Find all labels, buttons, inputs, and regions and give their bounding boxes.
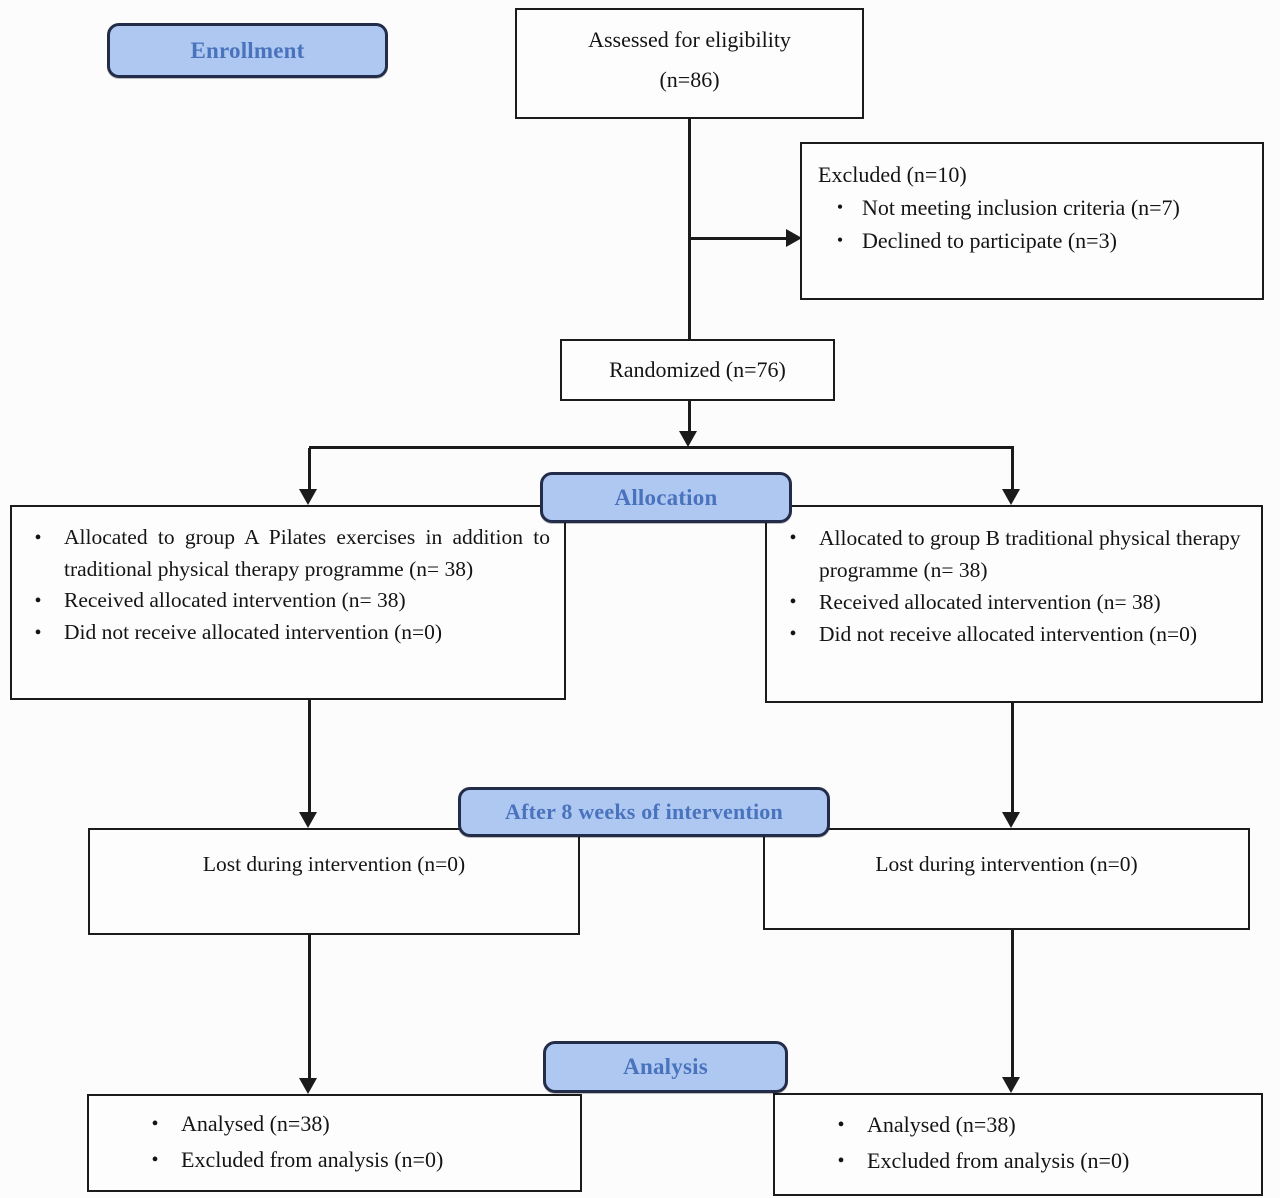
- analysis-left-item: Analysed (n=38): [181, 1111, 330, 1136]
- connector-line: [1011, 703, 1014, 813]
- allocation-right-box: • Allocated to group B traditional physi…: [765, 505, 1263, 703]
- alloc-right-item: Allocated to group B traditional physica…: [819, 526, 1241, 582]
- arrow-down-icon: [1002, 489, 1020, 505]
- assessed-box: Assessed for eligibility (n=86): [515, 8, 864, 119]
- alloc-right-item: Did not receive allocated intervention (…: [819, 622, 1198, 646]
- analysis-left-item: Excluded from analysis (n=0): [181, 1147, 444, 1172]
- arrow-down-icon: [679, 431, 697, 447]
- connector-line: [309, 446, 1014, 449]
- stage-after-8-weeks-label: After 8 weeks of intervention: [505, 799, 783, 824]
- bullet-icon: •: [34, 527, 42, 549]
- list-item: • Analysed (n=38): [815, 1107, 1255, 1143]
- bullet-icon: •: [34, 590, 42, 612]
- lost-left-box: Lost during intervention (n=0): [88, 828, 580, 935]
- allocation-left-box: • Allocated to group A Pilates exercises…: [10, 505, 566, 700]
- bullet-icon: •: [837, 1114, 845, 1136]
- alloc-left-item: Received allocated intervention (n= 38): [64, 588, 406, 612]
- list-item: • Not meeting inclusion criteria (n=7): [818, 191, 1254, 224]
- connector-line: [688, 118, 691, 340]
- list-item: • Declined to participate (n=3): [818, 224, 1254, 257]
- connector-line: [1011, 930, 1014, 1077]
- excluded-item: Not meeting inclusion criteria (n=7): [862, 195, 1180, 220]
- assessed-line1: Assessed for eligibility: [588, 27, 791, 52]
- lost-right-box: Lost during intervention (n=0): [763, 828, 1250, 930]
- stage-enrollment-pill: Enrollment: [107, 23, 388, 78]
- connector-line: [308, 448, 311, 490]
- alloc-left-item: Did not receive allocated intervention (…: [64, 620, 443, 644]
- arrow-down-icon: [299, 1078, 317, 1094]
- analysis-right-box: • Analysed (n=38) • Excluded from analys…: [773, 1093, 1263, 1196]
- analysis-right-item: Analysed (n=38): [867, 1112, 1016, 1137]
- bullet-icon: •: [836, 230, 844, 250]
- arrow-down-icon: [299, 812, 317, 828]
- analysis-right-item: Excluded from analysis (n=0): [867, 1148, 1130, 1173]
- randomized-box: Randomized (n=76): [560, 339, 835, 401]
- stage-allocation-pill: Allocation: [540, 472, 792, 523]
- bullet-icon: •: [151, 1113, 159, 1135]
- arrow-right-icon: [786, 229, 802, 247]
- list-item: • Did not receive allocated intervention…: [12, 617, 550, 649]
- stage-analysis-label: Analysis: [623, 1054, 708, 1079]
- stage-analysis-pill: Analysis: [543, 1041, 788, 1093]
- lost-left-text: Lost during intervention (n=0): [202, 852, 466, 876]
- list-item: • Excluded from analysis (n=0): [815, 1143, 1255, 1179]
- excluded-item: Declined to participate (n=3): [862, 228, 1117, 253]
- bullet-icon: •: [789, 591, 797, 613]
- list-item: • Allocated to group B traditional physi…: [767, 522, 1243, 586]
- list-item: • Analysed (n=38): [129, 1106, 574, 1142]
- bullet-icon: •: [789, 623, 797, 645]
- excluded-box: Excluded (n=10) • Not meeting inclusion …: [800, 142, 1264, 300]
- assessed-line2: (n=86): [659, 67, 720, 92]
- stage-allocation-label: Allocation: [614, 484, 718, 510]
- bullet-icon: •: [151, 1149, 159, 1171]
- list-item: • Excluded from analysis (n=0): [129, 1142, 574, 1178]
- excluded-title: Excluded (n=10): [818, 162, 967, 187]
- bullet-icon: •: [837, 1150, 845, 1172]
- alloc-left-item: Allocated to group A Pilates exercises i…: [64, 525, 550, 581]
- bullet-icon: •: [836, 197, 844, 217]
- connector-line: [688, 400, 691, 432]
- connector-line: [690, 237, 786, 240]
- stage-after-8-weeks-pill: After 8 weeks of intervention: [458, 787, 830, 837]
- list-item: • Did not receive allocated intervention…: [767, 618, 1243, 650]
- arrow-down-icon: [1002, 1077, 1020, 1093]
- arrow-down-icon: [1002, 812, 1020, 828]
- analysis-left-box: • Analysed (n=38) • Excluded from analys…: [87, 1094, 582, 1192]
- list-item: • Received allocated intervention (n= 38…: [12, 585, 550, 617]
- bullet-icon: •: [789, 527, 797, 549]
- connector-line: [308, 935, 311, 1078]
- lost-right-text: Lost during intervention (n=0): [875, 852, 1138, 876]
- connector-line: [1011, 448, 1014, 490]
- arrow-down-icon: [299, 489, 317, 505]
- bullet-icon: •: [34, 622, 42, 644]
- list-item: • Allocated to group A Pilates exercises…: [12, 522, 550, 585]
- list-item: • Received allocated intervention (n= 38…: [767, 586, 1243, 618]
- connector-line: [308, 700, 311, 813]
- alloc-right-item: Received allocated intervention (n= 38): [819, 590, 1161, 614]
- stage-enrollment-label: Enrollment: [190, 37, 305, 63]
- randomized-text: Randomized (n=76): [609, 357, 786, 382]
